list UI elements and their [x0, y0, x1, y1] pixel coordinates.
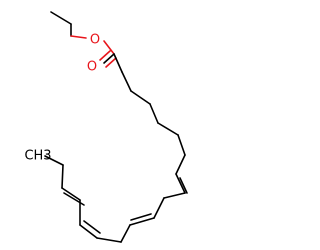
- bond-chain: [157, 122, 179, 136]
- ethyl-group: [50, 11, 87, 39]
- atom-label-methyl: CH3: [24, 149, 51, 164]
- bond-chain: [175, 154, 186, 175]
- bond-double-cis-inner: [130, 213, 152, 221]
- bond-carbonyl-double-1: [99, 50, 111, 61]
- bond-chain: [163, 192, 186, 199]
- ester-group: [99, 40, 117, 68]
- bond-chain: [96, 237, 122, 243]
- bond-ethyl-terminal: [50, 11, 72, 25]
- bond-chain: [121, 71, 132, 92]
- fatty-acid-chain: [44, 53, 188, 243]
- atom-label-carbonyl-oxygen: O: [87, 60, 97, 75]
- bond-ethyl-ch2-o: [70, 35, 87, 39]
- bond-chain: [149, 103, 159, 124]
- bond-chain: [113, 53, 123, 73]
- bond-chain: [177, 134, 186, 156]
- bond-chain: [130, 90, 151, 105]
- bond-chain: [120, 224, 131, 243]
- bond-carbonyl-c-o: [103, 53, 115, 64]
- bond-double-cis: [61, 187, 81, 201]
- bond-double-cis: [129, 217, 155, 226]
- bond-chain: [61, 164, 64, 189]
- bond-carbonyl-double-2: [105, 57, 117, 68]
- bond-o-carbonyl-c: [103, 40, 115, 55]
- bond-double-cis: [79, 224, 98, 239]
- bond-double-cis-inner: [179, 177, 188, 194]
- bond-chain: [153, 197, 165, 219]
- bond-double-cis: [175, 173, 186, 194]
- bond-double-cis-inner: [63, 192, 85, 206]
- bond-double-cis-inner: [83, 220, 101, 234]
- chemical-structure-diagram: O O CH3: [24, 11, 188, 243]
- bond-chain: [44, 155, 64, 166]
- atom-label-ester-oxygen: O: [90, 33, 100, 48]
